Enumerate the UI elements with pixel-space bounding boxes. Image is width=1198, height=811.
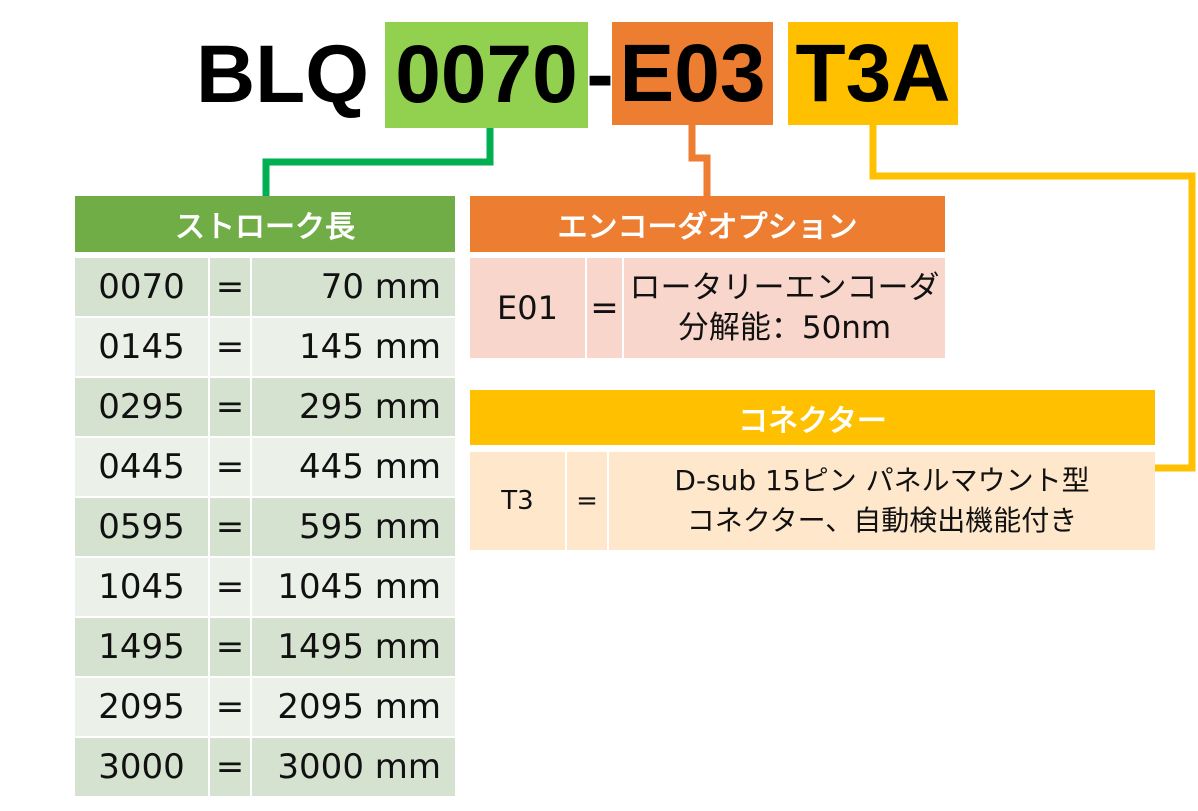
stroke-equals: =: [208, 738, 252, 796]
stroke-value: 295 mm: [299, 387, 441, 427]
stroke-code: 3000: [98, 747, 185, 787]
stroke-code: 0070: [98, 267, 185, 307]
stroke-code: 1495: [98, 627, 185, 667]
stroke-value: 445 mm: [299, 447, 441, 487]
stroke-table-row: 0070 = 70 mm: [75, 258, 455, 316]
stroke-table-row: 1495 = 1495 mm: [75, 618, 455, 676]
stroke-table-row: 1045 = 1045 mm: [75, 558, 455, 616]
encoder-code-box: E03: [612, 22, 773, 125]
stroke-value: 1495 mm: [277, 627, 441, 667]
stroke-table-row: 0295 = 295 mm: [75, 378, 455, 436]
stroke-equals: =: [208, 258, 252, 316]
stroke-value: 145 mm: [299, 327, 441, 367]
connector-equals: =: [565, 452, 609, 550]
stroke-equals: =: [208, 318, 252, 376]
stroke-value: 2095 mm: [277, 687, 441, 727]
encoder-desc-line1: ロータリーエンコーダ: [629, 270, 940, 306]
connector-desc-line1: D-sub 15ピン パネルマウント型: [674, 464, 1090, 497]
stroke-code: 0145: [98, 327, 185, 367]
stroke-equals: =: [208, 678, 252, 736]
stroke-value: 70 mm: [320, 267, 441, 307]
connector-connector-line: [869, 125, 1196, 472]
code-dash: -: [586, 29, 614, 120]
connector-desc-line2: コネクター、自動検出機能付き: [686, 504, 1078, 537]
stroke-value: 595 mm: [299, 507, 441, 547]
stroke-code: 0595: [98, 507, 185, 547]
encoder-equals: =: [585, 258, 624, 358]
encoder-table-header: エンコーダオプション: [470, 196, 945, 252]
model-prefix: BLQ: [195, 29, 370, 120]
stroke-table-row: 2095 = 2095 mm: [75, 678, 455, 736]
stroke-table-row: 3000 = 3000 mm: [75, 738, 455, 796]
encoder-desc-line2: 分解能：50nm: [677, 310, 892, 346]
stroke-code-box: 0070: [385, 22, 588, 128]
stroke-code: 0295: [98, 387, 185, 427]
stroke-equals: =: [208, 378, 252, 436]
stroke-equals: =: [208, 438, 252, 496]
connector-table-header: コネクター: [470, 390, 1155, 445]
connector-code: T3: [501, 486, 534, 516]
stroke-code: 0445: [98, 447, 185, 487]
encoder-code: E01: [497, 289, 558, 327]
stroke-table-row: 0445 = 445 mm: [75, 438, 455, 496]
connector-code-box: T3A: [788, 22, 958, 125]
stroke-equals: =: [208, 558, 252, 616]
stroke-equals: =: [208, 498, 252, 556]
connector-row: T3 = D-sub 15ピン パネルマウント型 コネクター、自動検出機能付き: [470, 452, 1155, 550]
stroke-table-row: 0595 = 595 mm: [75, 498, 455, 556]
stroke-value: 1045 mm: [277, 567, 441, 607]
stroke-equals: =: [208, 618, 252, 676]
encoder-connector-line: [688, 125, 711, 196]
encoder-row: E01 = ロータリーエンコーダ 分解能：50nm: [470, 258, 945, 358]
stroke-table-header: ストローク長: [75, 196, 455, 252]
stroke-table-row: 0145 = 145 mm: [75, 318, 455, 376]
stroke-code: 2095: [98, 687, 185, 727]
stroke-value: 3000 mm: [277, 747, 441, 787]
stroke-connector-line: [262, 128, 494, 196]
stroke-code: 1045: [98, 567, 185, 607]
